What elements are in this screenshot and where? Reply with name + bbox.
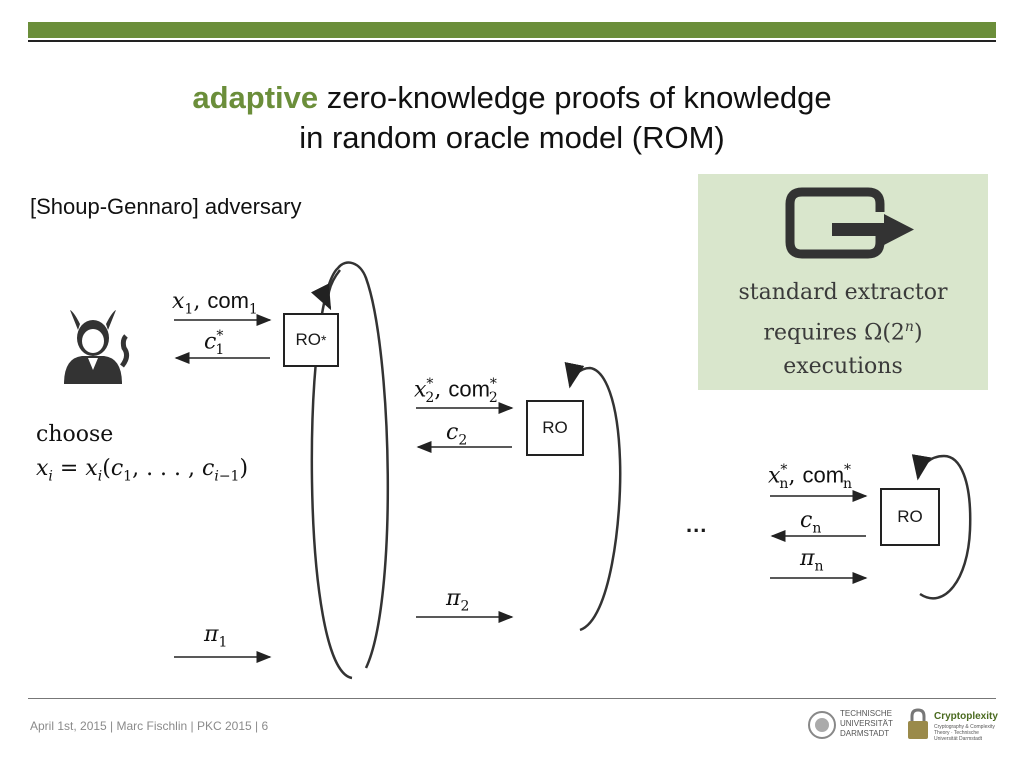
choose-label: choose xyxy=(36,422,114,447)
title-line2: in random oracle model (ROM) xyxy=(299,120,725,155)
pi-2-label: π2 xyxy=(446,586,470,615)
msg-2-label: x*2, com*2 xyxy=(414,376,498,406)
oracle-box-1: RO* xyxy=(283,313,339,367)
pi-n-label: πn xyxy=(800,546,824,575)
devil-adversary-icon xyxy=(64,310,130,384)
ellipsis: ... xyxy=(686,512,708,537)
callout-line2: requires Ω(2n) xyxy=(763,319,923,346)
oracle-box-2: RO xyxy=(526,400,584,456)
choose-formula: xi = xi(c1, . . . , ci−1) xyxy=(36,456,249,485)
header-bar xyxy=(28,22,996,38)
oracle-box-n: RO xyxy=(880,488,940,546)
footer-rule xyxy=(28,698,996,699)
chal-n-label: cn xyxy=(800,508,822,537)
header-rule xyxy=(28,40,996,42)
adversary-label: [Shoup-Gennaro] adversary xyxy=(30,194,302,219)
callout-line3: executions xyxy=(783,354,903,380)
msg-n-label: x*n, com*n xyxy=(768,462,853,492)
msg-1-label: x1, com1 xyxy=(172,288,258,318)
rewind-loop-n xyxy=(911,454,972,600)
padlock-icon xyxy=(908,708,928,739)
callout-line1: standard extractor xyxy=(738,280,948,305)
chal-2-label: c2 xyxy=(446,420,468,449)
university-seal-icon xyxy=(808,711,836,739)
title-accent: adaptive xyxy=(192,80,319,115)
slide-title: adaptive zero-knowledge proofs of knowle… xyxy=(0,78,1024,158)
rewind-loop-2 xyxy=(564,361,622,632)
cryptoplexity-logo: Cryptoplexity Cryptography & Complexity … xyxy=(906,705,998,747)
tu-darmstadt-logo: TECHNISCHE UNIVERSITÄT DARMSTADT xyxy=(808,705,896,747)
pi-1-label: π1 xyxy=(204,622,228,651)
title-line1: zero-knowledge proofs of knowledge xyxy=(318,80,832,115)
chal-1-label: c*1 xyxy=(204,328,225,358)
footer-text: April 1st, 2015 | Marc Fischlin | PKC 20… xyxy=(30,719,269,733)
rewind-loop-1 xyxy=(310,261,390,680)
extractor-callout: standard extractor requires Ω(2n) execut… xyxy=(698,174,988,390)
exit-arrow-icon xyxy=(785,187,914,259)
